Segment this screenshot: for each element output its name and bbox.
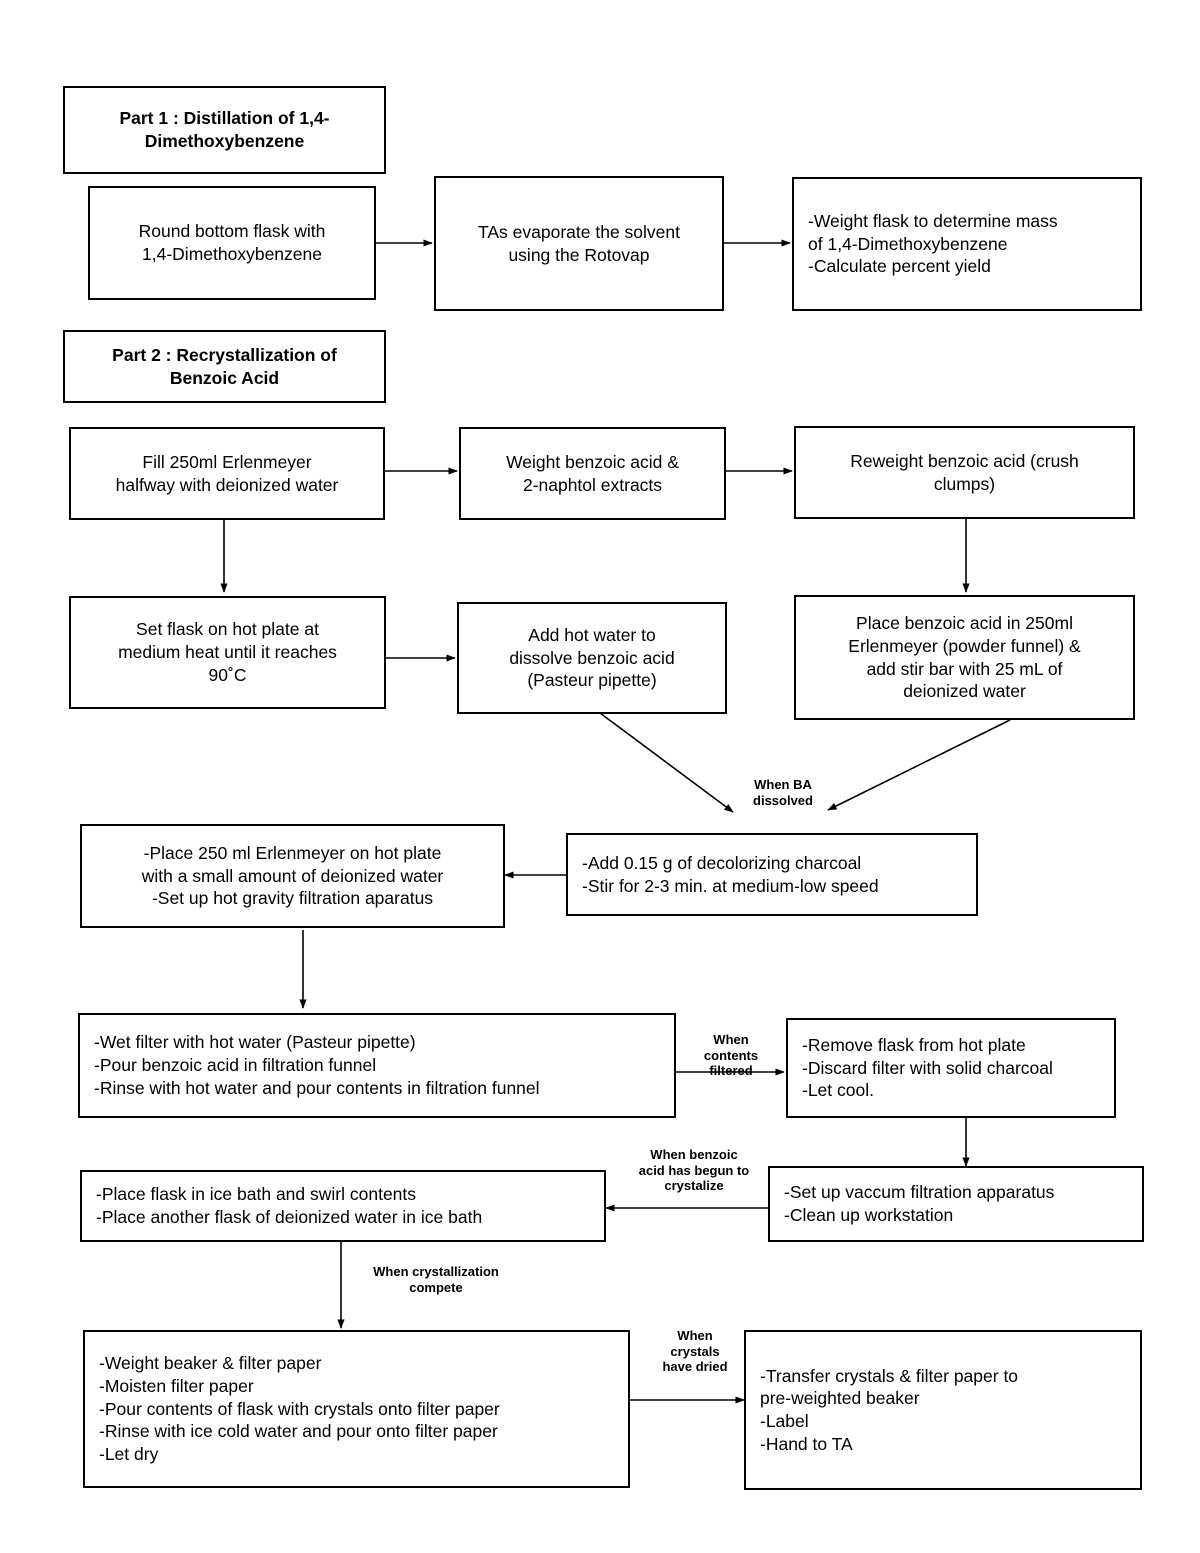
node-ice-bath-swirl-text: -Place flask in ice bath and swirl conte… <box>96 1184 483 1227</box>
node-ice-bath-swirl: -Place flask in ice bath and swirl conte… <box>80 1170 606 1242</box>
edge-p2s6-p2s7 <box>827 719 1011 811</box>
node-remove-flask-discard-filter-text: -Remove flask from hot plate-Discard fil… <box>802 1034 1053 1101</box>
part1-title-text: Part 1 : Distillation of 1,4-Dimethoxybe… <box>119 108 330 151</box>
node-vacuum-filtration-cleanup-text: -Set up vaccum filtration apparatus-Clea… <box>784 1182 1055 1225</box>
node-wet-filter-pour-rinse-text: -Wet filter with hot water (Pasteur pipe… <box>94 1032 540 1098</box>
node-weight-beaker-filter-paper-text: -Weight beaker & filter paper-Moisten fi… <box>99 1353 500 1465</box>
part1-title-box: Part 1 : Distillation of 1,4-Dimethoxybe… <box>63 86 386 174</box>
node-remove-flask-discard-filter: -Remove flask from hot plate-Discard fil… <box>786 1018 1116 1118</box>
node-weight-beaker-filter-paper: -Weight beaker & filter paper-Moisten fi… <box>83 1330 630 1488</box>
node-weight-benzoic-naphtol-text: Weight benzoic acid &2-naphtol extracts <box>506 451 679 495</box>
node-weight-benzoic-naphtol: Weight benzoic acid &2-naphtol extracts <box>459 427 726 520</box>
node-add-charcoal-stir-text: -Add 0.15 g of decolorizing charcoal-Sti… <box>582 852 879 896</box>
node-vacuum-filtration-cleanup: -Set up vaccum filtration apparatus-Clea… <box>768 1166 1144 1242</box>
node-add-charcoal-stir: -Add 0.15 g of decolorizing charcoal-Sti… <box>566 833 978 916</box>
node-wet-filter-pour-rinse: -Wet filter with hot water (Pasteur pipe… <box>78 1013 676 1118</box>
edge-p2s5-p2s7 <box>599 712 734 813</box>
